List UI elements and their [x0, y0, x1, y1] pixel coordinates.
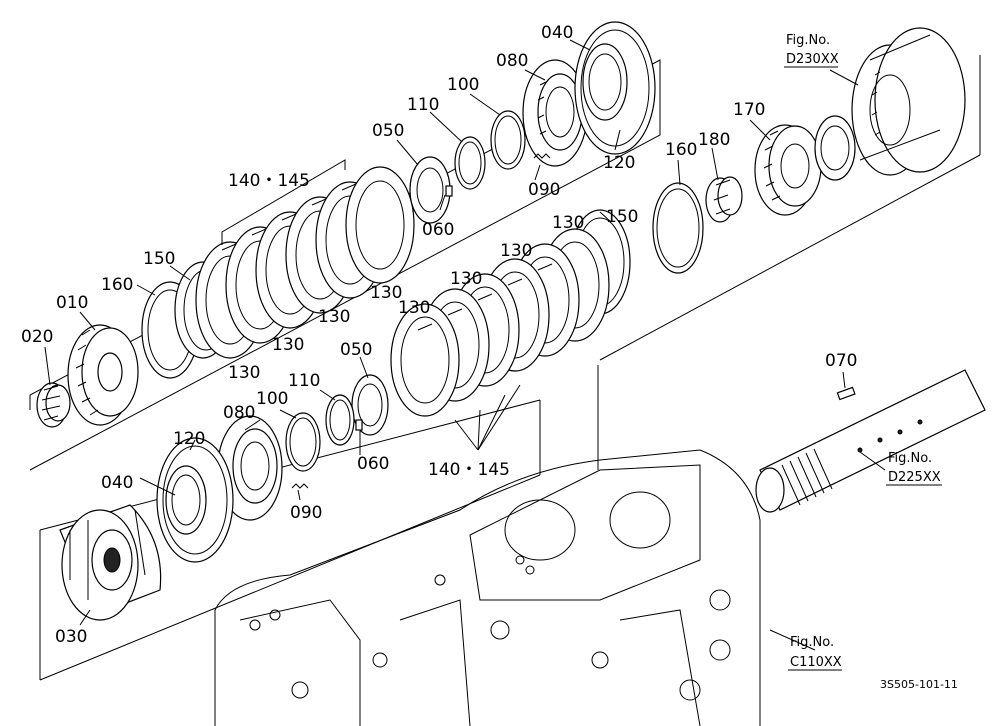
transmission-case-c110: [214, 449, 761, 726]
fig-ref-d230-number: D230XX: [786, 52, 839, 67]
part-label-040-upper: 040: [541, 23, 573, 43]
seal-ring-110-lower: [325, 394, 355, 446]
needle-bearing-180: [705, 176, 743, 223]
part-label-010: 010: [56, 293, 88, 313]
spring-090-upper: [533, 153, 551, 159]
part-label-130-upper-2: 130: [272, 335, 304, 355]
part-label-130-lower-3: 130: [500, 241, 532, 261]
part-label-130-upper-1: 130: [228, 363, 260, 383]
part-label-020: 020: [21, 327, 53, 347]
part-label-070: 070: [825, 351, 857, 371]
part-label-130-lower-4: 130: [552, 213, 584, 233]
drum-assembly-d230: [851, 27, 966, 176]
part-label-140-145-lower: 140・145: [428, 460, 510, 480]
part-label-140-145-upper: 140・145: [228, 171, 310, 191]
leader-lines: [44, 39, 886, 651]
snap-ring-160-right: [652, 182, 704, 274]
seal-ring-110-upper: [454, 136, 486, 190]
part-label-120-upper: 120: [603, 153, 635, 173]
key-070: [836, 386, 856, 401]
fig-ref-c110-number: C110XX: [790, 655, 842, 670]
shaft-d225: [755, 369, 986, 513]
part-label-100-upper: 100: [447, 75, 479, 95]
part-label-120-lower: 120: [173, 429, 205, 449]
spring-plate-right: [814, 115, 856, 181]
spring-plate-050-upper: [409, 156, 451, 224]
part-label-130-upper-4: 130: [370, 283, 402, 303]
fig-ref-d225-prefix: Fig.No.: [888, 451, 932, 466]
part-label-060-lower: 060: [357, 454, 389, 474]
part-label-160-upper: 160: [101, 275, 133, 295]
ring-040-lower: [165, 465, 207, 535]
figure-references: Fig.No. D230XX Fig.No. D225XX Fig.No. C1…: [784, 33, 942, 671]
seal-ring-100-lower: [285, 412, 321, 472]
part-label-160-right: 160: [665, 140, 697, 160]
clutch-pack-upper: [195, 166, 415, 359]
spring-090-lower: [291, 483, 309, 489]
part-label-170: 170: [733, 100, 765, 120]
part-label-030: 030: [55, 627, 87, 647]
gear-010: [67, 324, 139, 426]
piston-080-upper: [522, 59, 588, 167]
part-label-080-upper: 080: [496, 51, 528, 71]
fig-ref-c110-prefix: Fig.No.: [790, 635, 834, 650]
pin-060-lower: [355, 419, 363, 431]
fig-ref-d230-prefix: Fig.No.: [786, 33, 830, 48]
clutch-pack-lower: [390, 228, 610, 417]
part-label-130-upper-3: 130: [318, 307, 350, 327]
bracket-140-upper: [221, 159, 346, 245]
drum-030: [59, 504, 162, 621]
needle-bearing-020: [36, 382, 71, 428]
seal-ring-100-upper: [490, 110, 526, 170]
piston-080-lower: [217, 415, 283, 521]
part-label-130-lower-2: 130: [450, 269, 482, 289]
part-label-110-upper: 110: [407, 95, 439, 115]
part-label-040-lower: 040: [101, 473, 133, 493]
part-label-180: 180: [698, 130, 730, 150]
part-label-090-lower: 090: [290, 503, 322, 523]
part-label-090-upper: 090: [528, 180, 560, 200]
part-label-080-lower: 080: [223, 403, 255, 423]
part-label-050-upper: 050: [372, 121, 404, 141]
part-label-060-upper: 060: [422, 220, 454, 240]
part-labels: 020 010 160 150 140・145 130 130 130 130 …: [21, 23, 857, 647]
part-label-150-lower: 150: [606, 207, 638, 227]
part-label-130-lower-1: 130: [398, 298, 430, 318]
drawing-code: 3S505-101-11: [880, 678, 958, 691]
bracket-140-lower: [454, 384, 521, 451]
part-label-150-upper: 150: [143, 249, 175, 269]
part-label-100-lower: 100: [256, 389, 288, 409]
part-label-110-lower: 110: [288, 371, 320, 391]
gear-170: [754, 124, 822, 216]
fig-ref-d225-number: D225XX: [888, 470, 941, 485]
pin-060-upper: [445, 185, 453, 197]
part-label-050-lower: 050: [340, 340, 372, 360]
ring-040-upper: [582, 43, 628, 121]
